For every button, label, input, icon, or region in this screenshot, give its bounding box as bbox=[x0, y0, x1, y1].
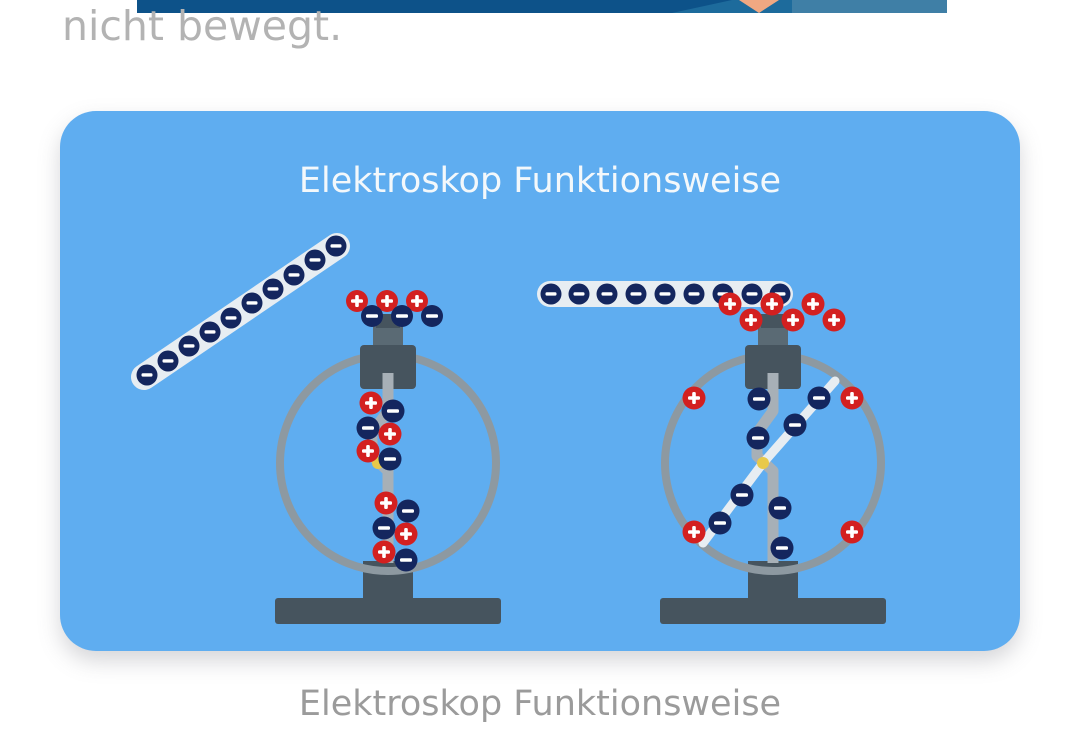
charge-negative bbox=[378, 447, 402, 471]
charge-negative bbox=[372, 516, 396, 540]
charge-positive bbox=[378, 422, 402, 446]
charge-negative bbox=[157, 350, 179, 372]
charge-negative bbox=[770, 536, 794, 560]
top-banner-strip bbox=[137, 0, 947, 13]
charge-positive bbox=[781, 308, 805, 332]
charge-negative bbox=[391, 305, 413, 327]
rod-negative-charges bbox=[136, 235, 347, 386]
charge-positive bbox=[376, 290, 398, 312]
charge-negative bbox=[654, 283, 676, 305]
charge-negative bbox=[625, 283, 647, 305]
charge-negative bbox=[596, 283, 618, 305]
charge-negative bbox=[768, 496, 792, 520]
charge-positive bbox=[356, 439, 380, 463]
charge-negative bbox=[304, 249, 326, 271]
electroscope-diagram bbox=[131, 233, 886, 624]
charge-negative bbox=[683, 283, 705, 305]
pivot-point bbox=[757, 457, 769, 469]
figure-caption: Elektroskop Funktionsweise bbox=[298, 684, 782, 724]
charge-positive bbox=[374, 491, 398, 515]
charge-negative bbox=[783, 413, 807, 437]
left-top-plate-charges bbox=[346, 290, 443, 327]
charge-positive bbox=[822, 308, 846, 332]
left-electroscope-panel bbox=[131, 233, 501, 624]
right-stand bbox=[660, 561, 886, 624]
right-sphere-positive-charges bbox=[682, 386, 864, 544]
charge-positive bbox=[372, 540, 396, 564]
charge-positive bbox=[682, 520, 706, 544]
charge-negative bbox=[394, 548, 418, 572]
charge-negative bbox=[540, 283, 562, 305]
charge-negative bbox=[178, 335, 200, 357]
right-top-plate-charges bbox=[718, 292, 846, 332]
charge-negative bbox=[381, 399, 405, 423]
right-charged-rod bbox=[537, 281, 793, 307]
charge-negative bbox=[356, 416, 380, 440]
charge-positive bbox=[359, 391, 383, 415]
left-needle-charges-upper bbox=[356, 391, 405, 471]
right-needle-negative-charges bbox=[708, 386, 831, 560]
charge-negative bbox=[220, 307, 242, 329]
right-top-cap bbox=[745, 314, 801, 389]
charge-positive bbox=[760, 292, 784, 316]
charge-positive bbox=[840, 520, 864, 544]
charge-negative bbox=[241, 292, 263, 314]
charge-positive bbox=[840, 386, 864, 410]
charge-positive bbox=[718, 292, 742, 316]
charge-positive bbox=[394, 522, 418, 546]
charge-negative bbox=[136, 364, 158, 386]
charge-negative bbox=[199, 321, 221, 343]
rod-negative-charges bbox=[540, 283, 791, 305]
charge-positive bbox=[346, 290, 368, 312]
charge-negative bbox=[283, 264, 305, 286]
charge-negative bbox=[746, 426, 770, 450]
right-electroscope-panel bbox=[537, 281, 886, 624]
figure-card: Elektroskop Funktionsweise bbox=[60, 111, 1020, 651]
charge-negative bbox=[421, 305, 443, 327]
charge-negative bbox=[568, 283, 590, 305]
charge-positive bbox=[406, 290, 428, 312]
charge-negative bbox=[325, 235, 347, 257]
charge-positive bbox=[801, 292, 825, 316]
charge-negative bbox=[747, 387, 771, 411]
page-heading-text: nicht bewegt. bbox=[62, 2, 343, 50]
charge-negative bbox=[730, 483, 754, 507]
stand-foot bbox=[275, 598, 501, 624]
charge-negative bbox=[361, 305, 383, 327]
stand-foot bbox=[660, 598, 886, 624]
left-needle-charges-lower bbox=[372, 491, 420, 572]
charge-positive bbox=[739, 308, 763, 332]
left-charged-rod bbox=[131, 233, 350, 390]
charge-positive bbox=[682, 386, 706, 410]
charge-negative bbox=[741, 283, 763, 305]
charge-negative bbox=[396, 499, 420, 523]
charge-negative bbox=[807, 386, 831, 410]
figure-title: Elektroskop Funktionsweise bbox=[298, 161, 782, 201]
charge-negative bbox=[708, 511, 732, 535]
charge-negative bbox=[262, 278, 284, 300]
